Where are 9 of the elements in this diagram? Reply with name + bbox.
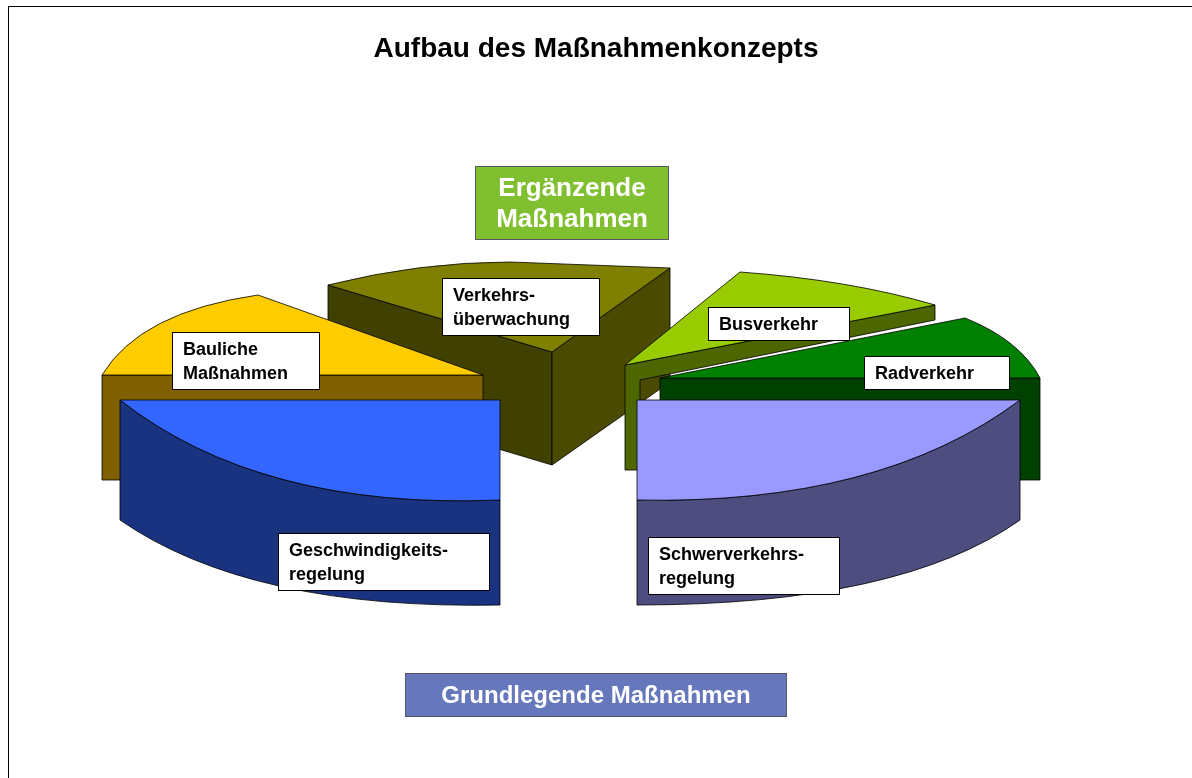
diagram-title: Aufbau des Maßnahmenkonzepts: [372, 32, 820, 64]
category-label: Grundlegende Maßnahmen: [405, 673, 787, 717]
slice-label: Busverkehr: [708, 307, 850, 341]
slice-label: Bauliche Maßnahmen: [172, 332, 320, 390]
slice-label: Radverkehr: [864, 356, 1010, 390]
slice-label: Geschwindigkeits- regelung: [278, 533, 490, 591]
slice-label: Schwerverkehrs- regelung: [648, 537, 840, 595]
slice-label: Verkehrs- überwachung: [442, 278, 600, 336]
category-label: Ergänzende Maßnahmen: [475, 166, 669, 240]
